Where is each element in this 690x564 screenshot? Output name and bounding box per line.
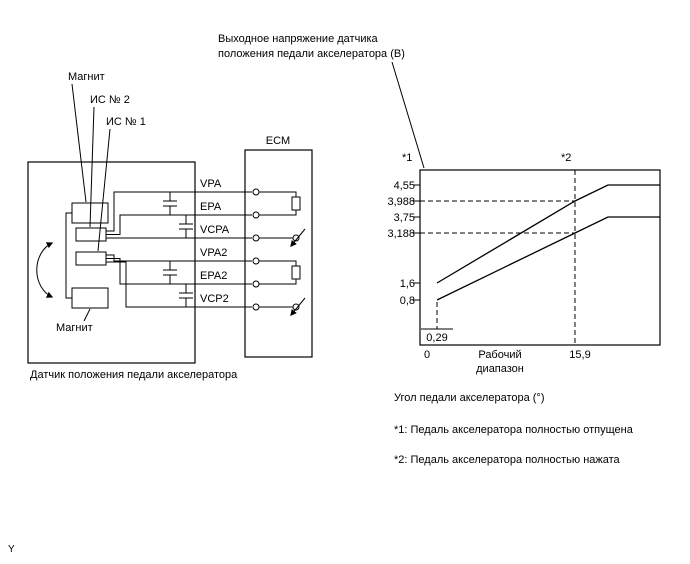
y-tick-1-6: 1,6 [400,278,415,290]
capacitor-icon [163,261,177,284]
leader-magnet-bottom [83,308,91,322]
magnet-bottom [71,287,109,309]
sensor-circuit-diagram: Магнит ИС № 2 ИС № 1 Магнит VPA EPA VCPA… [27,71,313,381]
leader-ic2 [89,106,95,228]
ic2-label: ИС № 2 [90,94,130,106]
wire-label-epa2: EPA2 [200,270,227,282]
wire-label-vpa2: VPA2 [200,247,227,259]
chart-title-line2: положения педали акселератора (В) [218,48,405,60]
x-tick-0: 0 [424,349,430,361]
wire-vpa2 [106,254,252,262]
sensor-housing [27,161,196,364]
ic2-chip [75,227,107,242]
ecm-terminal [252,188,260,196]
ecm-label: ECM [266,135,290,147]
y-tick-3-75: 3,75 [394,212,415,224]
leader-ic1 [97,128,111,252]
y-tick-3-988: 3,988 [387,196,415,208]
resistor-icon [291,265,301,280]
ecm-net-vpa [259,191,297,216]
ecm-terminal [252,234,260,242]
leader-magnet-top [71,83,87,203]
lower-output-curve [436,216,660,301]
chart-title-line1: Выходное напряжение датчика [218,33,379,45]
rotation-arrow-icon [36,242,54,298]
y-tick-0-8: 0,8 [400,295,415,307]
capacitor-icon [179,215,193,238]
ic1-chip [75,251,107,266]
wire-label-vcpa: VCPA [200,224,230,236]
range-label-line2: диапазон [476,363,524,375]
upper-output-curve [436,184,660,284]
ecm-terminal [252,280,260,288]
ic1-label: ИС № 1 [106,116,146,128]
wire-label-epa: EPA [200,201,222,213]
footnote-star2: *2: Педаль акселератора полностью нажата [394,454,621,466]
wire-vcp2 [106,261,252,308]
title-leader-line [391,61,425,169]
magnet-bottom-label: Магнит [56,322,93,334]
sensor-caption: Датчик положения педали акселератора [30,369,238,381]
wire-label-vpa: VPA [200,178,222,190]
x-tick-0-29: 0,29 [426,332,447,344]
marker-star1: *1 [402,152,412,164]
y-tick-4-55: 4,55 [394,180,415,192]
marker-star2: *2 [561,152,571,164]
ecm-terminal [252,211,260,219]
signal-wires [106,191,252,308]
x-tick-15-9: 15,9 [569,349,590,361]
wire-vpa [106,191,252,232]
output-voltage-chart: Выходное напряжение датчика положения пе… [218,33,661,466]
capacitor-icon [179,284,193,307]
ecm-block: ECM [244,135,313,358]
filter-capacitors [163,192,193,307]
chart-frame [419,169,661,346]
rotor-bracket [65,212,72,299]
magnet-top-label: Магнит [68,71,105,83]
ecm-net-vpa2 [259,260,297,285]
wire-label-vcp2: VCP2 [200,293,229,305]
resistor-icon [291,196,301,211]
y-tick-3-188: 3,188 [387,228,415,240]
footnote-star1: *1: Педаль акселератора полностью отпуще… [394,424,634,436]
ecm-terminal [252,257,260,265]
page-corner-letter: Y [8,544,15,555]
supply-arrow-icon [290,228,306,248]
x-axis-title: Угол педали акселератора (°) [394,392,545,404]
capacitor-icon [163,192,177,215]
supply-arrow-icon [290,297,306,317]
ecm-box [244,149,313,358]
wire-labels: VPA EPA VCPA VPA2 EPA2 VCP2 [200,178,230,305]
wire-epa [106,214,252,235]
ecm-terminal [252,303,260,311]
wire-epa2 [106,258,252,285]
range-label-line1: Рабочий [478,349,521,361]
y-axis-ticks [413,184,420,301]
